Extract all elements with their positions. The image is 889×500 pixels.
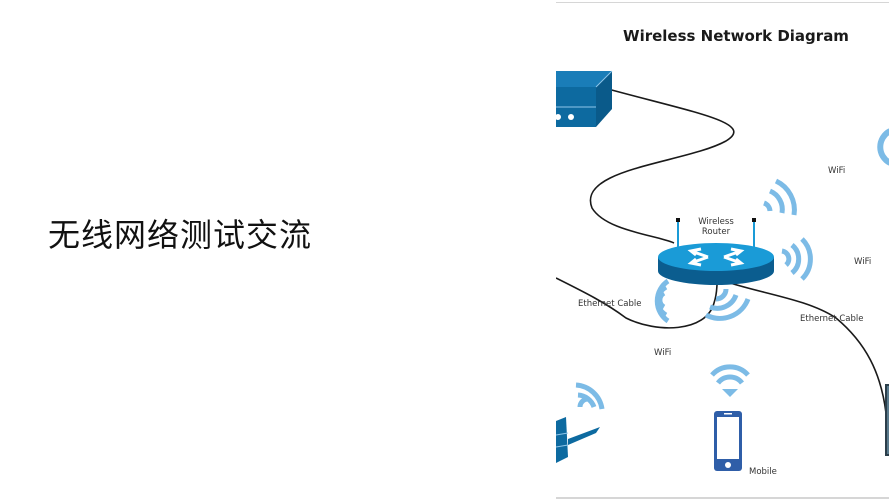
wireless-router-icon [658,218,774,285]
wifi-signal-icon [654,278,670,324]
router-label-line2: Router [701,227,731,237]
slide-title: 无线网络测试交流 [48,216,313,254]
wifi-signal-icon [781,237,813,281]
cable-modem-to-router [589,88,735,244]
router-label: Wireless Router [686,217,746,237]
mobile-label: Mobile [749,467,777,477]
server-device-icon [885,384,889,456]
network-diagram: Wireless Network Diagram Wireless Router… [556,2,889,499]
wifi-label-right: WiFi [854,257,872,267]
mobile-phone-icon [714,411,742,471]
wifi-signal-icon [575,382,605,410]
wifi-signal-icon [762,178,797,216]
modem-device-icon [556,70,613,127]
cable-right-ethernet [717,278,887,414]
wifi-signal-icon [877,128,889,166]
wifi-signal-icon [710,364,750,397]
access-point-device-icon [556,417,600,463]
cable-left-ethernet [556,277,719,329]
wifi-signal-icon [704,288,751,321]
ethernet-cable-label-left: Ethernet Cable [578,299,642,309]
diagram-canvas [556,70,889,471]
router-label-line1: Wireless [698,217,734,227]
diagram-title: Wireless Network Diagram [623,27,849,45]
wifi-label-left: WiFi [654,348,672,358]
wifi-label-top-right: WiFi [828,166,846,176]
ethernet-cable-label-right: Ethernet Cable [800,314,864,324]
